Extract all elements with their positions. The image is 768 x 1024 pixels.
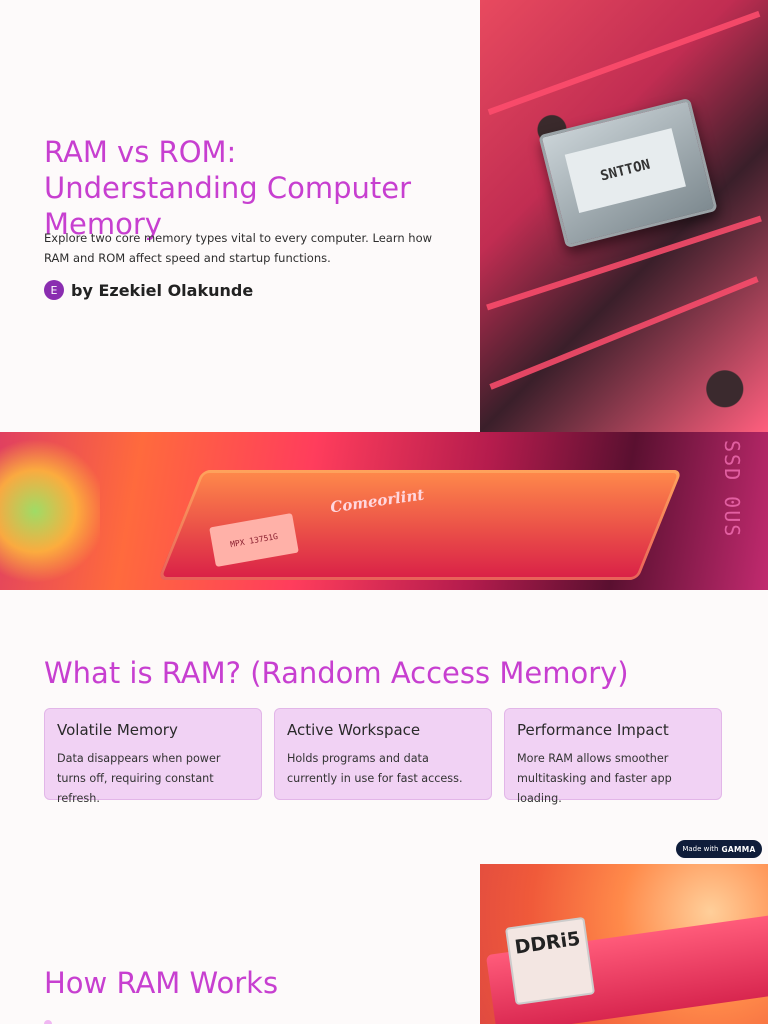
hero-slide: RAM vs ROM: Understanding Computer Memor… xyxy=(0,0,768,432)
ram-module-banner: MPX 13751G Comeorlint SSD 0US xyxy=(0,432,768,590)
feature-card: Active Workspace Holds programs and data… xyxy=(274,708,492,800)
page-title: RAM vs ROM: Understanding Computer Memor… xyxy=(44,135,412,241)
ram-section: What is RAM? (Random Access Memory) Vola… xyxy=(0,590,768,864)
section-heading: What is RAM? (Random Access Memory) xyxy=(44,656,629,690)
motherboard-chip-image: SNTTON xyxy=(480,0,768,432)
ddr5-label-icon: DDRi5 xyxy=(504,916,596,1006)
card-title: Volatile Memory xyxy=(57,721,178,739)
author-name: by Ezekiel Olakunde xyxy=(71,280,254,300)
section-heading: How RAM Works xyxy=(44,966,279,1000)
ddr5-module-image: DDRi5 xyxy=(480,864,768,1024)
card-text: Holds programs and data currently in use… xyxy=(287,752,463,785)
card-title: Performance Impact xyxy=(517,721,669,739)
badge-prefix: Made with xyxy=(682,845,719,853)
card-text: More RAM allows smoother multitasking an… xyxy=(517,752,672,805)
gamma-logo: GAMMA xyxy=(721,844,756,854)
ram-side-marking: SSD 0US xyxy=(720,440,744,539)
how-ram-works-section: How RAM Works DDRi5 xyxy=(0,864,768,1024)
feature-card: Performance Impact More RAM allows smoot… xyxy=(504,708,722,805)
author-byline: E by Ezekiel Olakunde xyxy=(44,280,253,300)
bullet-dot-icon xyxy=(44,1020,52,1024)
card-title: Active Workspace xyxy=(287,721,421,739)
hero-subtitle: Explore two core memory types vital to e… xyxy=(44,231,433,265)
made-with-gamma-badge[interactable]: Made with GAMMA xyxy=(676,840,762,858)
avatar: E xyxy=(44,280,64,300)
feature-cards: Volatile Memory Data disappears when pow… xyxy=(44,708,722,805)
card-text: Data disappears when power turns off, re… xyxy=(57,752,221,805)
memory-chip-icon: SNTTON xyxy=(538,97,718,249)
feature-card: Volatile Memory Data disappears when pow… xyxy=(44,708,262,805)
